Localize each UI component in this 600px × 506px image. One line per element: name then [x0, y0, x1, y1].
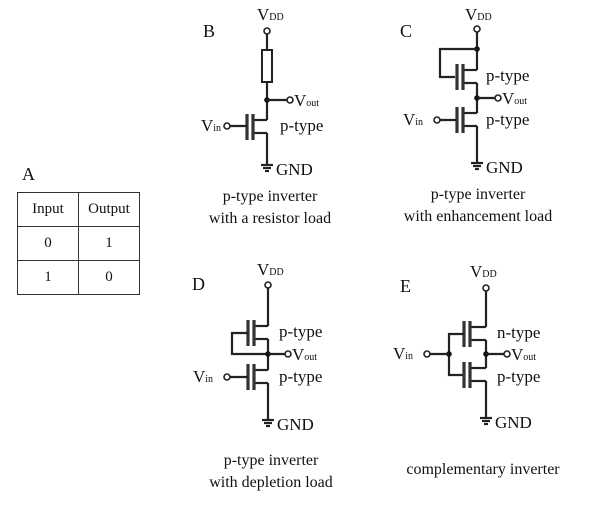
panel-e-label: E	[400, 276, 411, 296]
vout-label: Vout	[511, 345, 536, 364]
panel-d: D VDD p-type Vout Vin p-type	[192, 260, 333, 491]
vdd-terminal	[473, 25, 481, 33]
vin-terminal	[223, 122, 231, 130]
caption-line-1: p-type inverter	[223, 188, 318, 205]
driver-transistor	[440, 107, 477, 133]
cell-output: 0	[78, 260, 140, 295]
cell-input: 0	[17, 226, 79, 261]
vout-label: Vout	[294, 91, 319, 110]
cell-output: 1	[78, 226, 140, 261]
ground-icon	[471, 161, 483, 171]
vin-label: Vin	[393, 344, 413, 363]
table-row: 1 0	[17, 260, 140, 295]
transistor-type-label: p-type	[280, 116, 323, 135]
table-row: 0 1	[17, 226, 140, 261]
vin-terminal	[223, 373, 231, 381]
transistor-type-label-top: p-type	[279, 322, 322, 341]
p-type-transistor	[462, 362, 486, 388]
vout-label: Vout	[502, 89, 527, 108]
ground-icon	[262, 418, 274, 428]
caption-line-1: complementary inverter	[406, 461, 560, 478]
vout-terminal	[503, 350, 511, 358]
panel-c-label: C	[400, 21, 412, 41]
panel-e: E VDD n-type Vout Vin p-type	[393, 262, 560, 478]
p-type-transistor	[230, 114, 267, 140]
ground-icon	[480, 416, 492, 426]
n-type-transistor	[447, 321, 486, 377]
header-input: Input	[17, 192, 79, 227]
caption-line-1: p-type inverter	[431, 186, 526, 203]
gnd-label: GND	[277, 415, 314, 434]
vdd-label: VDD	[257, 5, 284, 24]
truth-table: Input Output 0 1 1 0	[17, 192, 140, 295]
panel-a-label: A	[22, 164, 35, 184]
vdd-terminal	[482, 284, 490, 292]
transistor-type-label-bottom: p-type	[486, 110, 529, 129]
vdd-label: VDD	[257, 260, 284, 279]
caption-line-1: p-type inverter	[224, 452, 319, 469]
vin-label: Vin	[201, 116, 221, 135]
vdd-label: VDD	[470, 262, 497, 281]
vin-terminal	[423, 350, 431, 358]
transistor-type-label-bottom: p-type	[497, 367, 540, 386]
vout-terminal	[284, 350, 292, 358]
caption-line-2: with a resistor load	[209, 210, 331, 227]
vout-label: Vout	[292, 345, 317, 364]
load-transistor	[455, 64, 477, 90]
vin-label: Vin	[403, 110, 423, 129]
vdd-terminal	[264, 281, 272, 289]
vdd-terminal	[263, 27, 271, 35]
cell-input: 1	[17, 260, 79, 295]
panel-d-label: D	[192, 274, 205, 294]
ground-icon	[261, 163, 273, 173]
transistor-type-label-top: p-type	[486, 66, 529, 85]
transistor-type-label-top: n-type	[497, 323, 540, 342]
panel-b: B VDD Vout Vin p-type GND p-type inverte	[201, 5, 331, 227]
load-transistor	[246, 320, 268, 346]
gnd-label: GND	[495, 413, 532, 432]
gnd-label: GND	[276, 160, 313, 179]
header-output: Output	[78, 192, 140, 227]
vout-terminal	[286, 96, 294, 104]
vdd-label: VDD	[465, 5, 492, 24]
gnd-label: GND	[486, 158, 523, 177]
vout-terminal	[494, 94, 502, 102]
caption-line-2: with depletion load	[209, 474, 333, 491]
vin-terminal	[433, 116, 441, 124]
resistor	[261, 49, 273, 83]
panel-c: C VDD p-type Vout Vin p-type	[400, 5, 552, 225]
caption-line-2: with enhancement load	[404, 208, 552, 225]
driver-transistor	[230, 364, 268, 390]
vin-label: Vin	[193, 367, 213, 386]
transistor-type-label-bottom: p-type	[279, 367, 322, 386]
table-header-row: Input Output	[17, 192, 140, 227]
panel-b-label: B	[203, 21, 215, 41]
